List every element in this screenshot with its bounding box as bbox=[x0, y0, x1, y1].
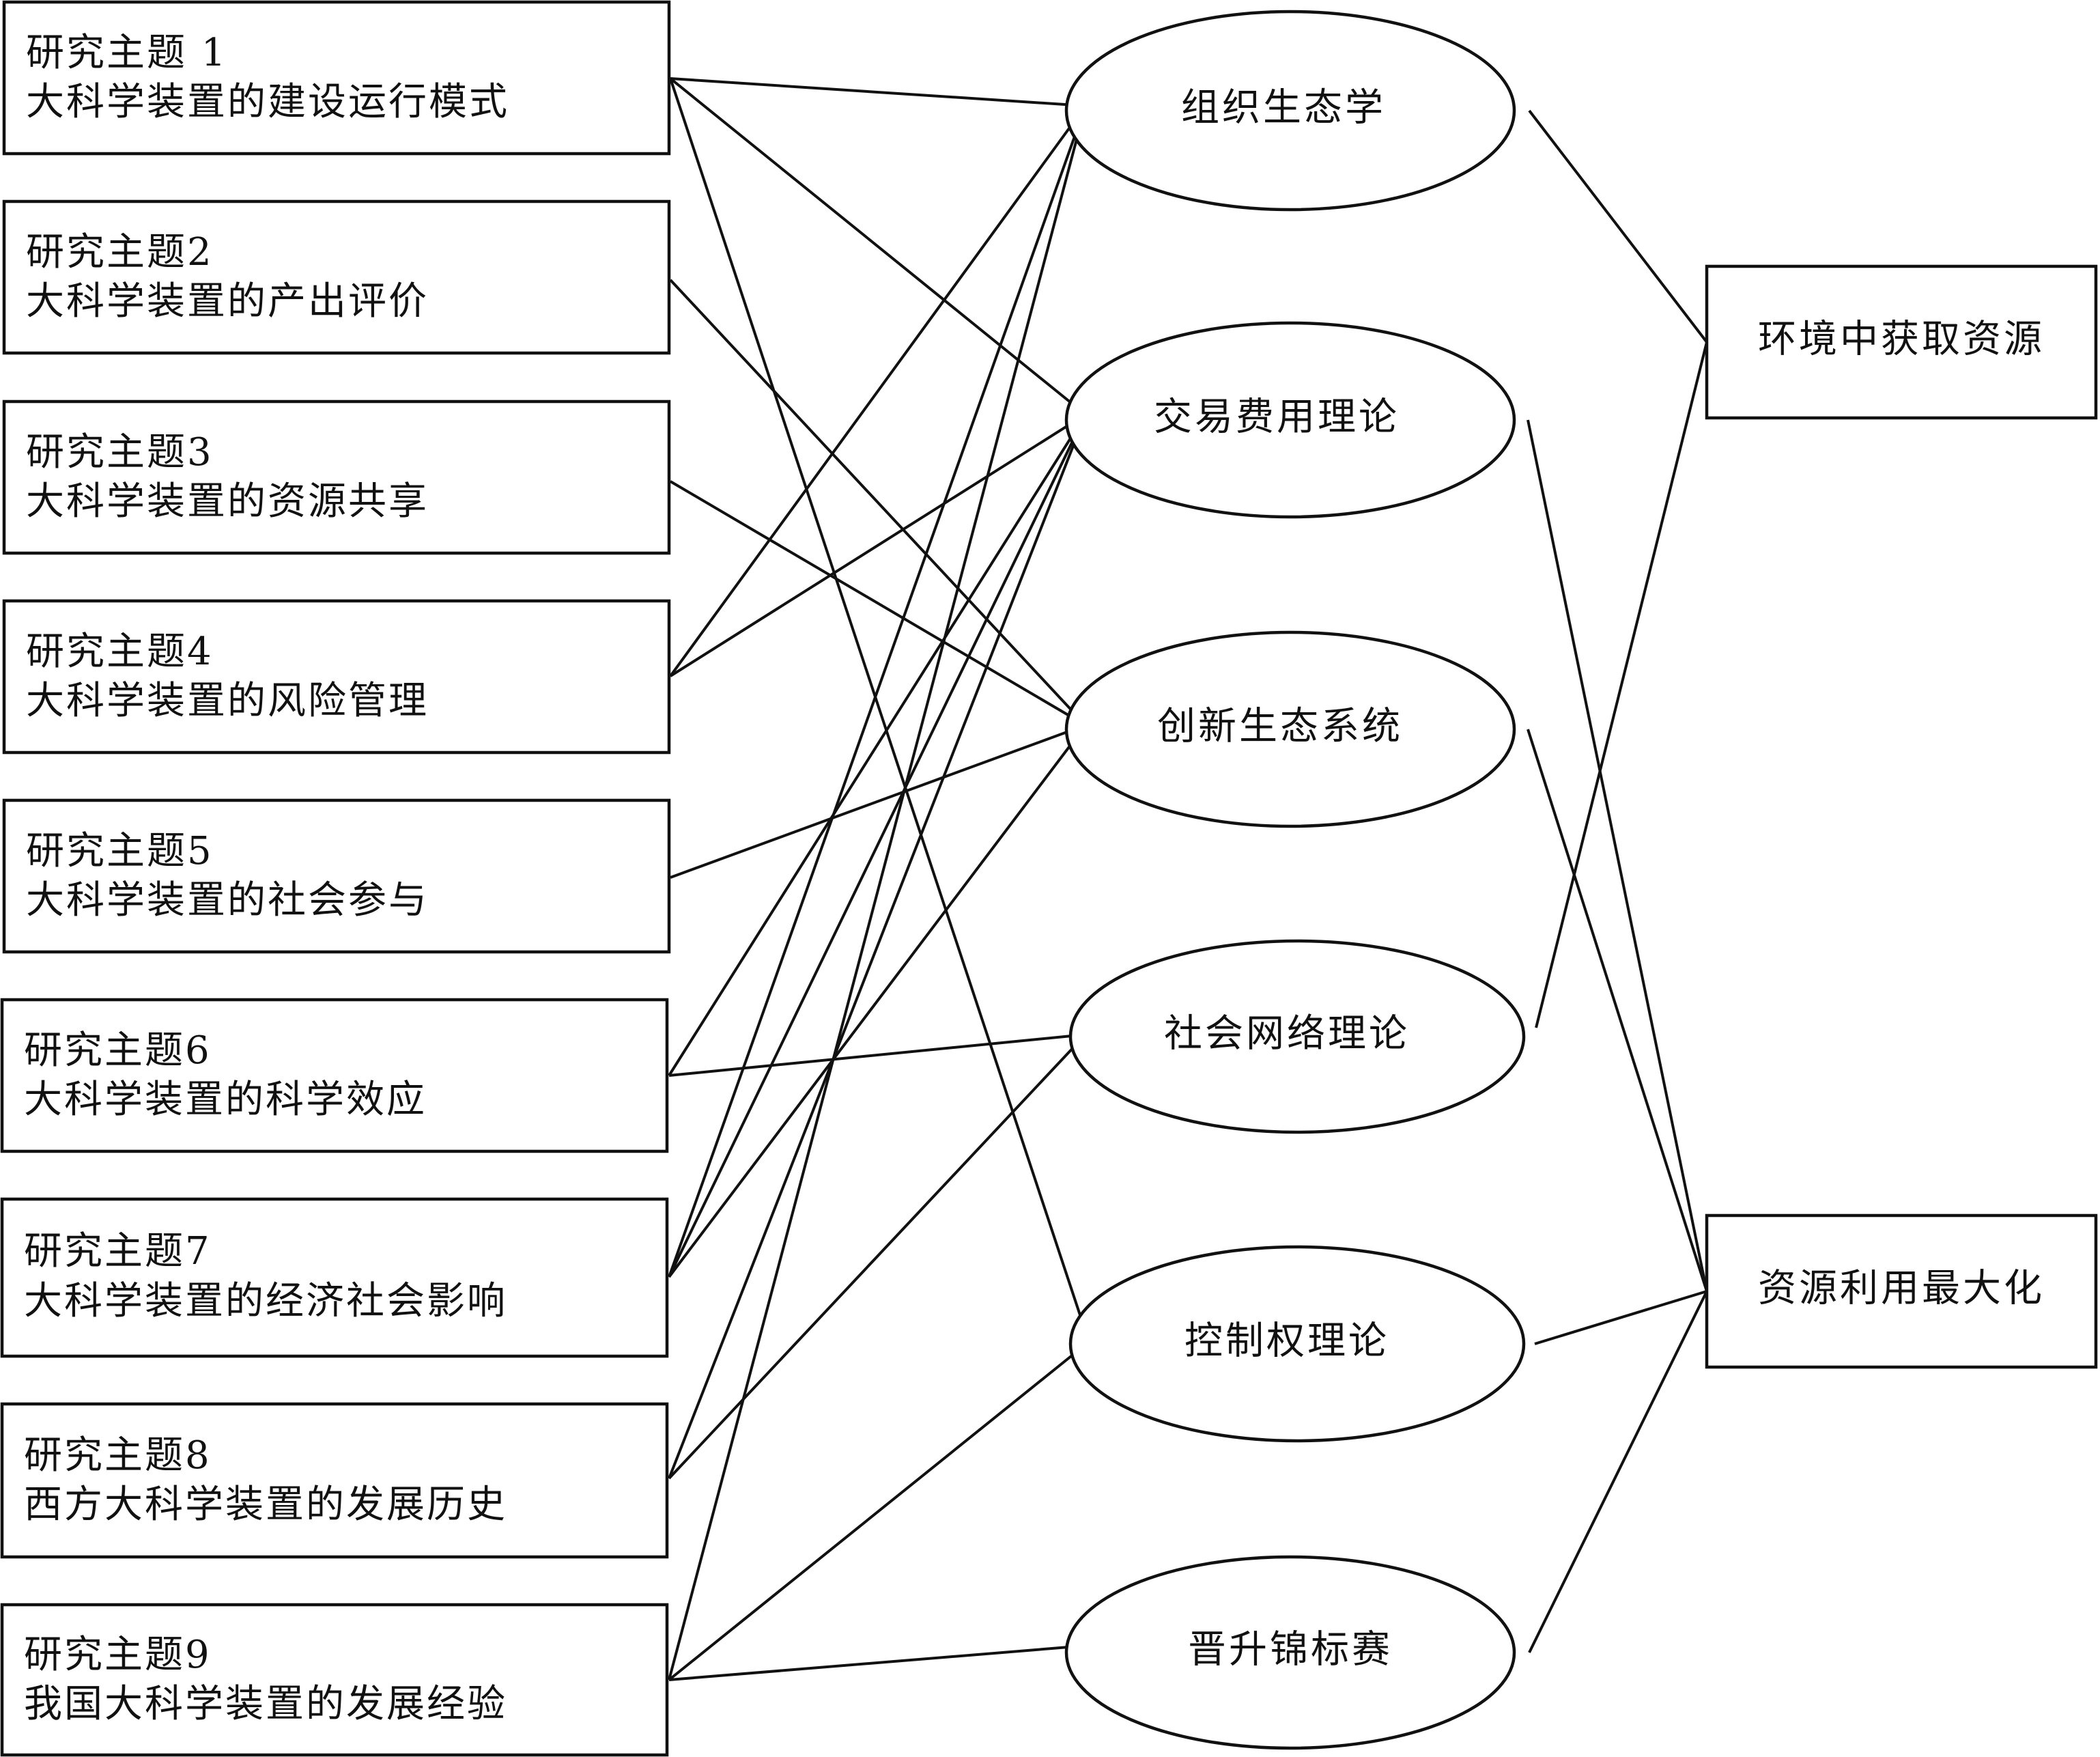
outcome-label: 资源利用最大化 bbox=[1758, 1267, 2045, 1311]
theory-label: 晋升锦标赛 bbox=[1188, 1628, 1393, 1672]
topic-box-8: 研究主题8 西方大科学装置的发展历史 bbox=[0, 1402, 669, 1559]
topic-box-3: 研究主题3 大科学装置的资源共享 bbox=[2, 399, 671, 555]
theory-outcome-link bbox=[1528, 1291, 1708, 1653]
theory-node-organizational-ecology: 组织生态学 bbox=[1064, 10, 1516, 212]
outcome-label: 环境中获取资源 bbox=[1758, 318, 2045, 362]
topic-theory-link bbox=[668, 1033, 1086, 1077]
topic-title: 研究主题2 bbox=[26, 230, 214, 275]
topic-theory-link bbox=[670, 724, 1086, 879]
topic-theory-link bbox=[669, 78, 1090, 1343]
theory-outcome-link bbox=[1527, 729, 1708, 1292]
theory-label: 创新生态系统 bbox=[1157, 705, 1403, 749]
topic-description: 大科学装置的社会参与 bbox=[26, 878, 429, 923]
theory-outcome-link bbox=[1527, 419, 1708, 1292]
topic-description: 大科学装置的科学效应 bbox=[24, 1078, 427, 1122]
topic-theory-link bbox=[668, 1340, 1090, 1681]
topic-theory-link bbox=[668, 414, 1087, 1278]
theory-outcome-link bbox=[1528, 109, 1708, 343]
topic-theory-link bbox=[669, 413, 1087, 677]
theory-label: 社会网络理论 bbox=[1164, 1012, 1410, 1056]
topic-title: 研究主题6 bbox=[24, 1028, 212, 1073]
topic-box-4: 研究主题4 大科学装置的风险管理 bbox=[2, 599, 671, 755]
topic-title: 研究主题3 bbox=[26, 430, 214, 475]
theory-outcome-link bbox=[1535, 341, 1708, 1028]
topic-box-7: 研究主题7 大科学装置的经济社会影响 bbox=[0, 1197, 669, 1358]
topic-theory-link bbox=[669, 104, 1087, 677]
topic-theory-link bbox=[668, 105, 1087, 1681]
topic-title: 研究主题4 bbox=[26, 630, 214, 674]
theory-node-innovation-ecosystem: 创新生态系统 bbox=[1064, 630, 1516, 828]
topic-theory-link bbox=[668, 1033, 1087, 1480]
theory-node-promotion-tournament: 晋升锦标赛 bbox=[1064, 1555, 1516, 1750]
topic-title: 研究主题8 bbox=[24, 1433, 212, 1478]
topic-title: 研究主题 1 bbox=[26, 31, 227, 75]
topic-description: 西方大科学装置的发展历史 bbox=[24, 1482, 507, 1527]
topic-description: 我国大科学装置的发展经验 bbox=[24, 1682, 507, 1726]
topic-box-6: 研究主题6 大科学装置的科学效应 bbox=[0, 998, 669, 1153]
topic-box-5: 研究主题5 大科学装置的社会参与 bbox=[2, 798, 671, 954]
theory-node-transaction-cost: 交易费用理论 bbox=[1064, 321, 1516, 519]
topic-title: 研究主题9 bbox=[24, 1633, 212, 1677]
topic-theory-link bbox=[668, 1644, 1086, 1681]
topic-title: 研究主题7 bbox=[24, 1229, 212, 1274]
theory-node-control-rights: 控制权理论 bbox=[1068, 1245, 1526, 1443]
topic-theory-link bbox=[670, 77, 1086, 107]
theory-label: 控制权理论 bbox=[1184, 1319, 1389, 1364]
topic-description: 大科学装置的产出评价 bbox=[26, 279, 429, 324]
topic-theory-link bbox=[669, 480, 1087, 727]
topic-description: 大科学装置的风险管理 bbox=[26, 679, 429, 723]
topic-title: 研究主题5 bbox=[26, 829, 214, 873]
topic-box-1: 研究主题 1 大科学装置的建设运行模式 bbox=[2, 0, 671, 156]
topic-theory-link bbox=[668, 724, 1087, 1278]
topic-description: 大科学装置的经济社会影响 bbox=[24, 1279, 507, 1323]
outcome-box-acquire-resources: 环境中获取资源 bbox=[1705, 264, 2098, 420]
topic-box-2: 研究主题2 大科学装置的产出评价 bbox=[2, 199, 671, 355]
topic-theory-link bbox=[669, 279, 1087, 727]
theory-node-social-network: 社会网络理论 bbox=[1068, 939, 1526, 1134]
topic-theory-link bbox=[668, 413, 1087, 1077]
topic-theory-link bbox=[668, 105, 1087, 1278]
outcome-box-maximize-utilization: 资源利用最大化 bbox=[1705, 1213, 2098, 1369]
theory-label: 交易费用理论 bbox=[1154, 395, 1400, 440]
theory-label: 组织生态学 bbox=[1181, 86, 1386, 130]
topic-box-9: 研究主题9 我国大科学装置的发展经验 bbox=[0, 1603, 669, 1757]
theory-outcome-link bbox=[1534, 1290, 1707, 1345]
topic-theory-link bbox=[668, 414, 1087, 1479]
connector-lines bbox=[668, 77, 1708, 1681]
topic-description: 大科学装置的建设运行模式 bbox=[26, 80, 509, 124]
topic-theory-link bbox=[669, 77, 1087, 416]
topic-description: 大科学装置的资源共享 bbox=[26, 479, 429, 524]
